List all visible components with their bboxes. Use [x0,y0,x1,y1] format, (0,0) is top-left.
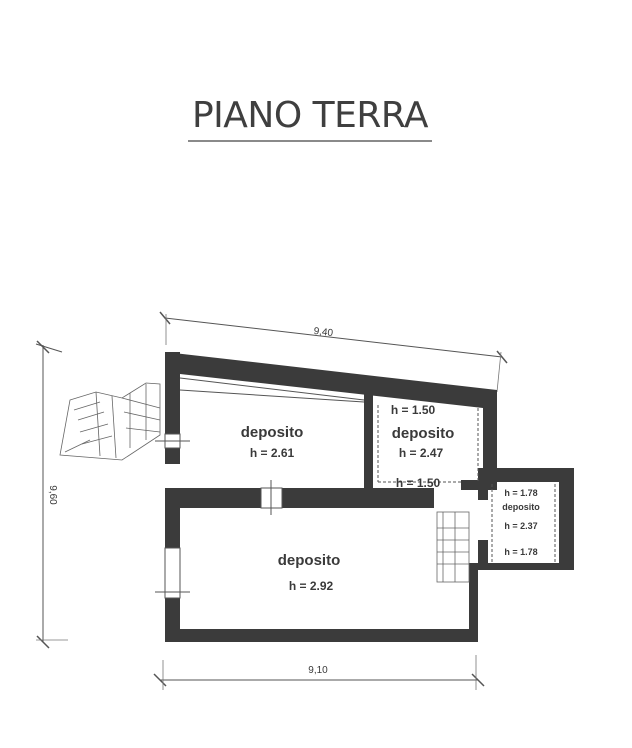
room-name: deposito [241,424,304,441]
room-height-bottom: h = 1.50 [396,476,441,490]
dimension-bottom-label: 9,10 [308,665,328,676]
dimension-left [35,340,68,649]
external-staircase [59,382,161,461]
walls [165,352,574,642]
room-name: deposito [392,425,455,442]
room-height: h = 2.92 [289,579,334,593]
room-height: h = 2.37 [504,521,537,531]
room-height-bottom: h = 1.78 [504,547,537,557]
internal-staircase [436,511,470,583]
plan-title-text: PIANO TERRA [187,95,433,142]
dimension-top-label: 9,40 [313,326,334,339]
room-name: deposito [278,552,341,569]
room-deposito-1: deposito h = 2.61 [241,424,304,460]
dimension-bottom [153,655,485,690]
room-height: h = 2.61 [250,446,295,460]
room-height-top: h = 1.78 [504,488,537,498]
room-deposito-4: h = 1.78 deposito h = 2.37 h = 1.78 [502,488,540,557]
room-name: deposito [502,502,540,512]
room-height: h = 2.47 [399,446,444,460]
dimension-left-label: 9,60 [47,485,58,505]
dimension-top [159,311,508,393]
plan-title: PIANO TERRA [0,95,632,142]
room-height-top: h = 1.50 [391,403,436,417]
room-deposito-2: h = 1.50 deposito h = 2.47 h = 1.50 [391,403,454,490]
room-deposito-3: deposito h = 2.92 [278,552,341,593]
inner-lines [155,377,556,599]
